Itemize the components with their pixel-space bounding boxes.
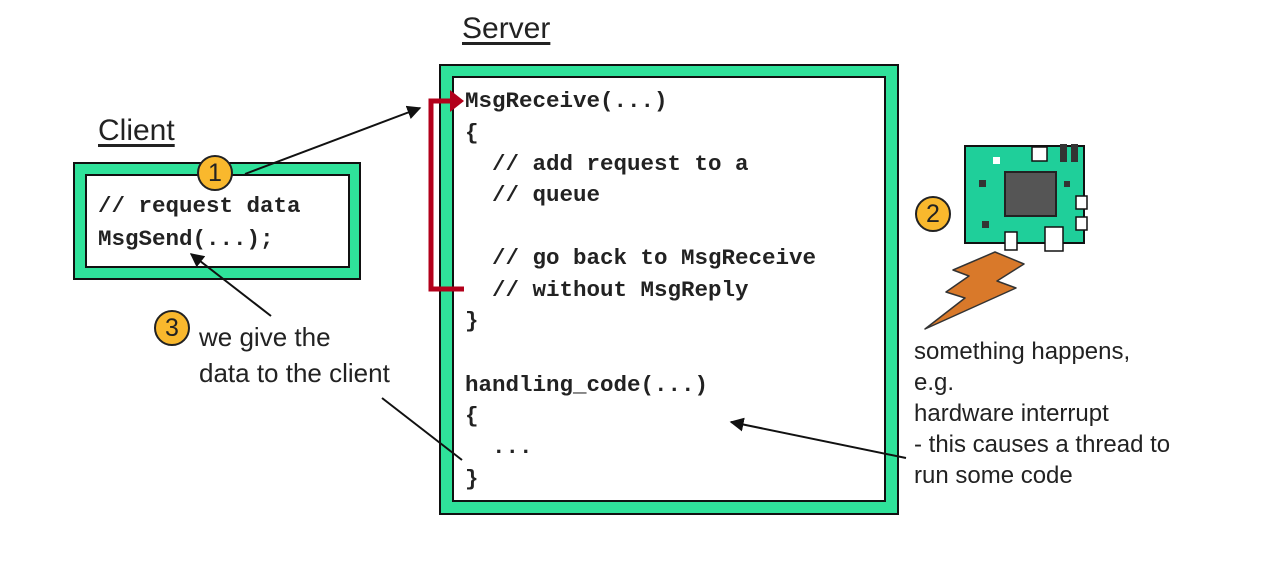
lightning-bolt-icon (924, 251, 1025, 330)
server-code-line: // queue (465, 182, 601, 208)
server-code-panel (452, 76, 886, 502)
server-code-line: { (465, 120, 479, 146)
server-code-line: // go back to MsgReceive (465, 245, 817, 271)
reply-arrow (189, 253, 272, 317)
server-code-line: MsgReceive(...) (465, 88, 668, 114)
server-code-line: } (465, 466, 479, 492)
server-title: Server (462, 12, 551, 45)
client-title: Client (98, 114, 175, 147)
hardware-note-line: something happens, (914, 338, 1131, 365)
client-code-line: MsgSend(...); (98, 226, 274, 252)
server-code-line: // add request to a (465, 151, 749, 177)
server-code-line: } (465, 308, 479, 334)
loop-back-arrow (428, 98, 464, 292)
interrupt-arrow (729, 417, 907, 459)
send-arrow (244, 105, 422, 175)
server-code-line: { (465, 403, 479, 429)
loop-back-arrowhead (450, 90, 464, 112)
hardware-note-line: - this causes a thread to (914, 431, 1171, 458)
server-code-line: handling_code(...) (465, 372, 709, 398)
client-code-line: // request data (98, 193, 301, 219)
hardware-board-icon (964, 144, 1088, 252)
client-note-line: we give the (199, 322, 331, 352)
handling-to-client-line (381, 397, 463, 461)
step-2-badge: 2 (915, 196, 951, 232)
hardware-note-line: e.g. (914, 369, 955, 396)
hardware-note-line: run some code (914, 462, 1073, 489)
step-3-badge: 3 (154, 310, 190, 346)
server-code-line: // without MsgReply (465, 277, 749, 303)
client-note-line: data to the client (199, 358, 390, 388)
hardware-note-line: hardware interrupt (914, 400, 1109, 427)
step-1-badge: 1 (197, 155, 233, 191)
server-code-line: ... (465, 434, 533, 460)
